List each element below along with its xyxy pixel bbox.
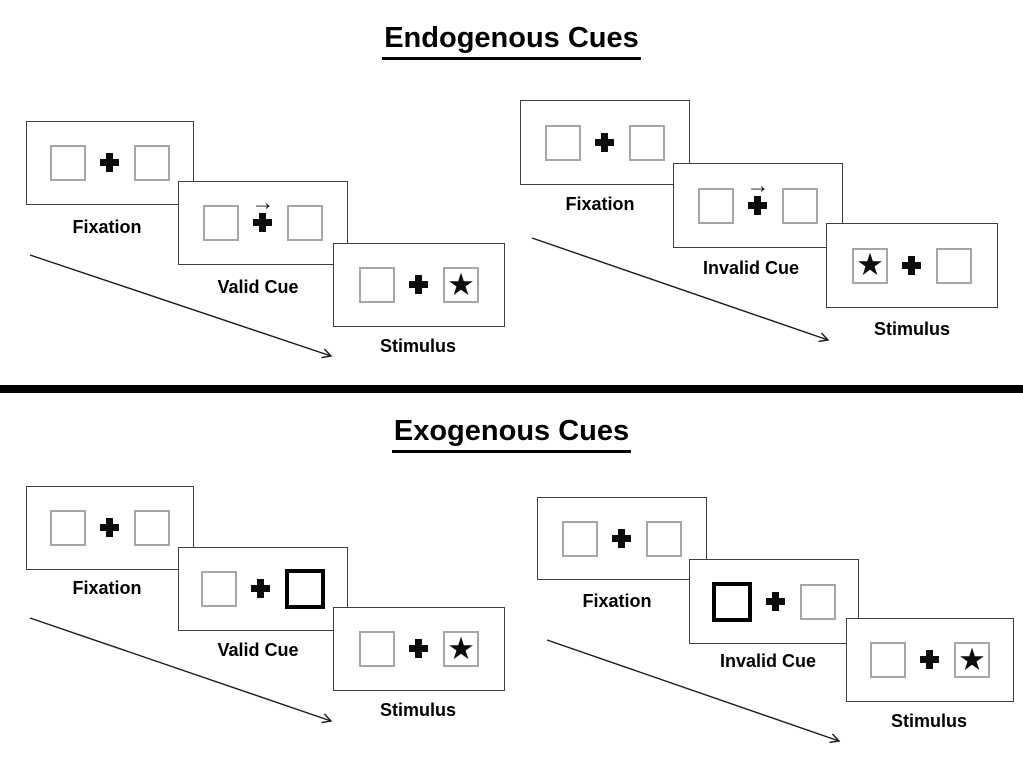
cue-arrow-icon: → [251, 189, 275, 215]
left-box: ★ [852, 247, 888, 284]
panel-fixation [537, 497, 707, 580]
panel-invalid-cue [689, 559, 859, 644]
left-box [359, 267, 395, 303]
fixation-cross-icon [408, 638, 430, 660]
section-title-text: Endogenous Cues [382, 22, 641, 60]
left-box [50, 145, 86, 181]
right-box [287, 205, 323, 241]
panel-label-stimulus: Stimulus [379, 700, 457, 720]
left-box [359, 631, 395, 667]
fixation-cross-icon [611, 528, 633, 550]
fixation-cross-icon [99, 517, 121, 539]
panel-label-fixation: Fixation [72, 217, 142, 237]
left-box [545, 124, 581, 161]
star-icon: ★ [856, 247, 884, 282]
timeline-arrow [546, 639, 841, 744]
right-box-cue [285, 569, 325, 609]
panel-label-fixation: Fixation [72, 578, 142, 598]
left-box [870, 642, 906, 678]
star-icon: ★ [447, 266, 475, 302]
cue-arrow-icon: → [746, 171, 770, 198]
panel-fixation [26, 121, 194, 205]
left-box [201, 571, 237, 607]
star-icon: ★ [447, 630, 475, 666]
panel-label-invalid-cue: Invalid Cue [702, 258, 800, 278]
panel-valid-cue [178, 547, 348, 631]
right-box: ★ [443, 267, 479, 303]
panel-label-fixation: Fixation [565, 194, 635, 214]
right-box: ★ [954, 642, 990, 678]
panel-fixation [520, 100, 690, 185]
right-box [800, 583, 836, 620]
fixation-cross-icon [765, 591, 787, 613]
right-box [134, 145, 170, 181]
right-box [629, 124, 665, 161]
fixation-cross-icon [250, 578, 272, 600]
panel-fixation [26, 486, 194, 570]
panel-invalid-cue: → [673, 163, 843, 248]
left-box-cue [712, 581, 752, 622]
fixation-cross-icon: → [252, 191, 275, 234]
fixation-cross-icon [919, 649, 941, 671]
timeline-arrow [29, 254, 333, 359]
left-box [562, 520, 598, 557]
section-title-endogenous: Endogenous Cues [0, 22, 1023, 60]
timeline-arrow [531, 237, 830, 343]
right-box: ★ [443, 631, 479, 667]
section-divider [0, 385, 1023, 393]
fixation-cross-icon: → [747, 173, 770, 217]
section-title-exogenous: Exogenous Cues [0, 415, 1023, 453]
panel-stimulus: ★ [846, 618, 1014, 702]
right-box [936, 247, 972, 284]
panel-stimulus: ★ [333, 607, 505, 691]
right-box [782, 187, 818, 224]
fixation-cross-icon [594, 132, 616, 154]
right-box [646, 520, 682, 557]
left-box [698, 187, 734, 224]
panel-stimulus: ★ [333, 243, 505, 327]
panel-label-stimulus: Stimulus [873, 319, 951, 339]
panel-label-invalid-cue: Invalid Cue [719, 651, 817, 671]
timeline-arrow [29, 617, 333, 724]
left-box [203, 205, 239, 241]
panel-valid-cue: → [178, 181, 348, 265]
fixation-cross-icon [99, 152, 121, 174]
right-box [134, 510, 170, 546]
panel-label-stimulus: Stimulus [890, 711, 968, 731]
fixation-cross-icon [408, 274, 430, 296]
fixation-cross-icon [901, 255, 923, 277]
section-title-text: Exogenous Cues [391, 415, 632, 453]
panel-label-valid-cue: Valid Cue [217, 277, 299, 297]
left-box [50, 510, 86, 546]
panel-label-stimulus: Stimulus [379, 336, 457, 356]
panel-label-fixation: Fixation [582, 591, 652, 611]
star-icon: ★ [958, 641, 986, 677]
panel-stimulus: ★ [826, 223, 998, 308]
panel-label-valid-cue: Valid Cue [217, 640, 299, 660]
